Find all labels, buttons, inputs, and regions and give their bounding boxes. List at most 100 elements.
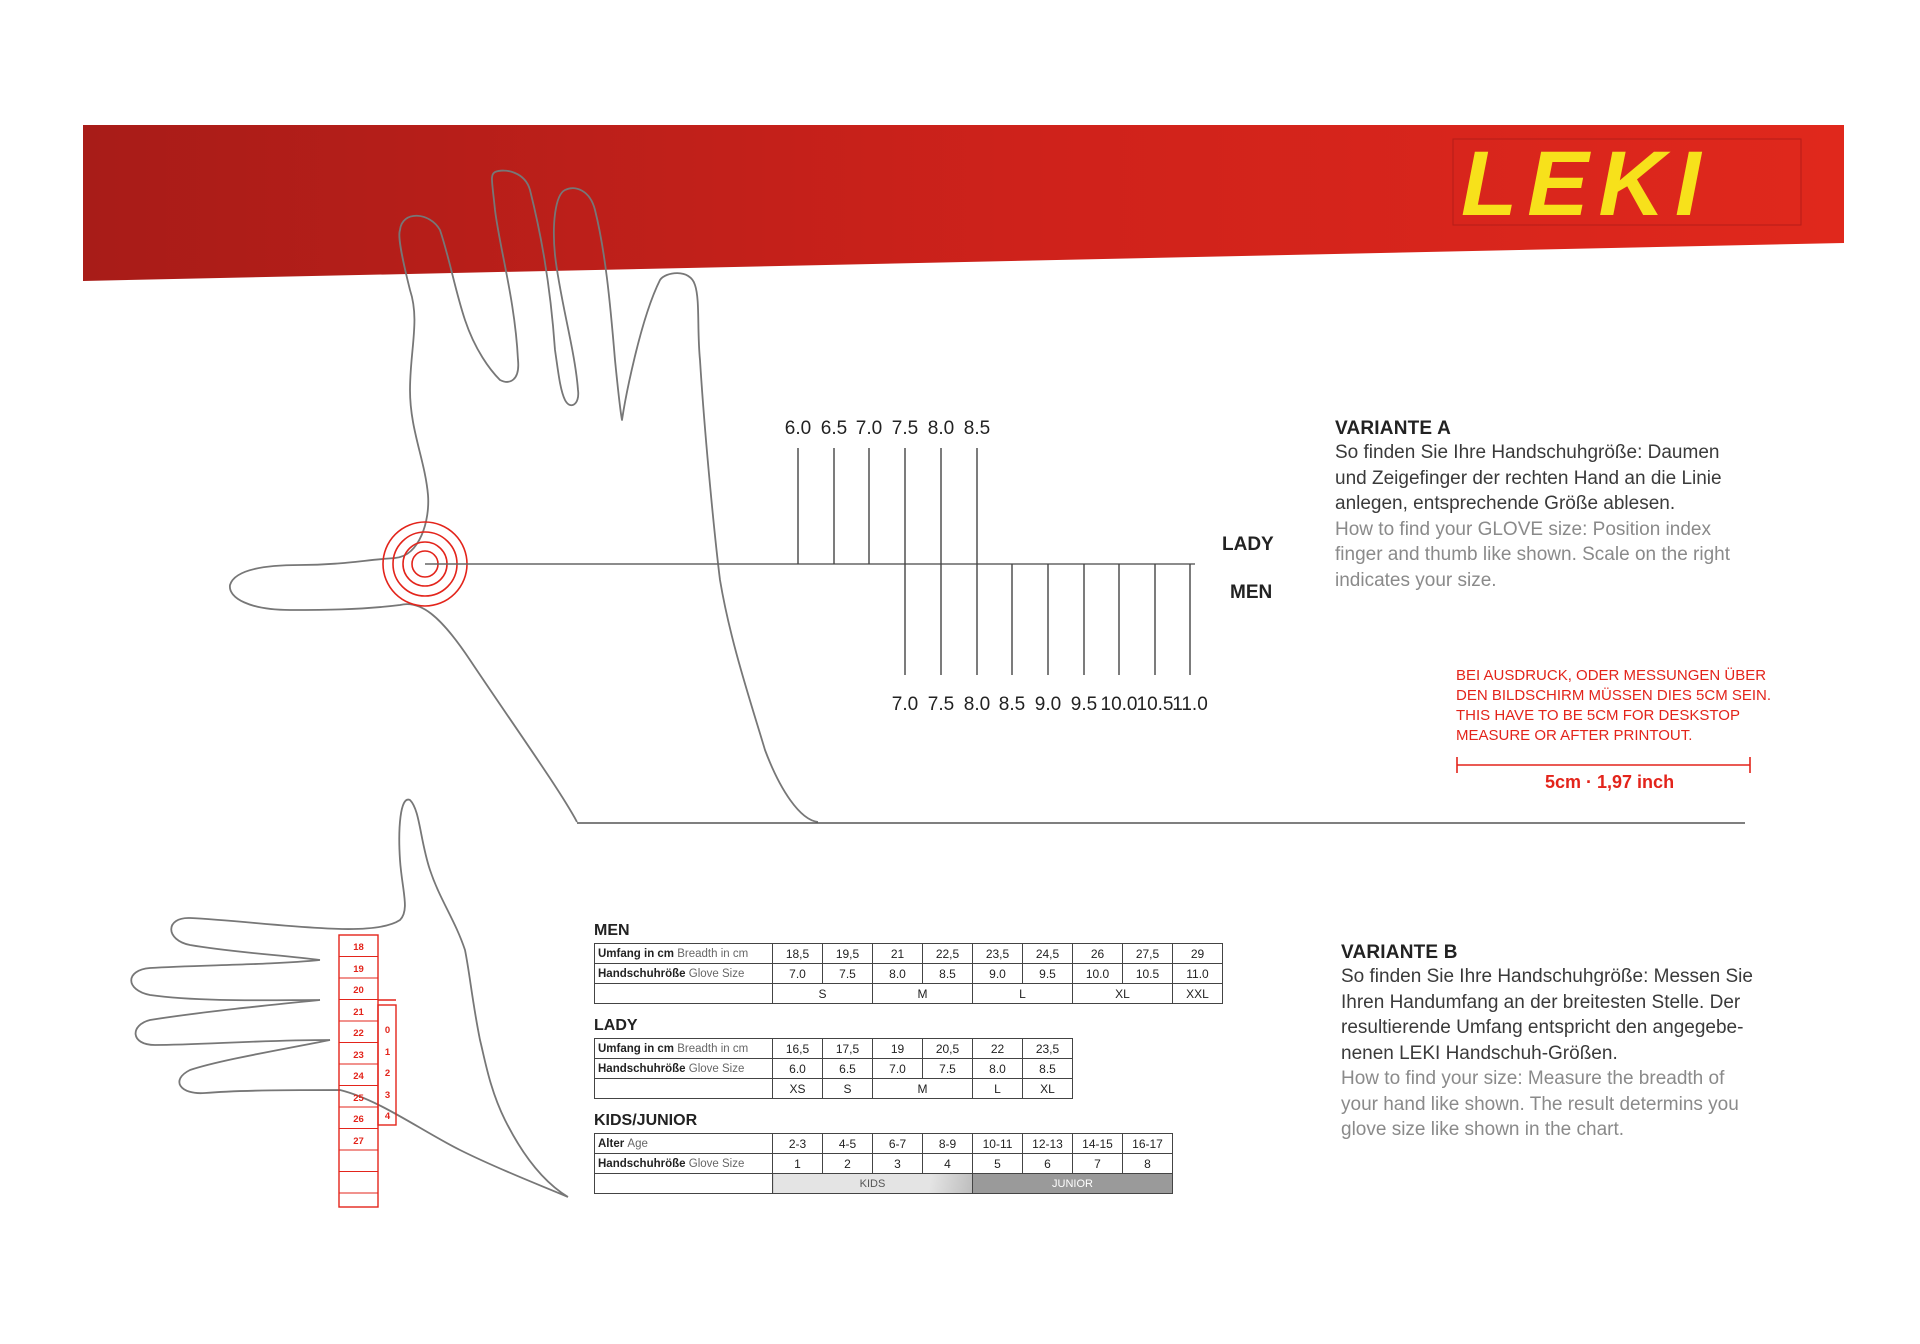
- table-cell: 8.0: [872, 963, 923, 984]
- five-cm-ruler: [1456, 757, 1751, 773]
- kids-table-title: KIDS/JUNIOR: [594, 1112, 698, 1129]
- size-cell: M: [872, 983, 973, 1004]
- table-cell: 8-9: [922, 1133, 973, 1154]
- tape-measure: [338, 934, 397, 1208]
- table-cell: 6: [1022, 1153, 1073, 1174]
- men-table-title: MEN: [594, 922, 630, 939]
- variante-a-block: VARIANTE A So finden Sie Ihre Handschuhg…: [1335, 418, 1795, 593]
- table-cell: 7.5: [922, 1058, 973, 1079]
- variante-b-heading: VARIANTE B: [1341, 942, 1458, 963]
- table-cell: 10.0: [1072, 963, 1123, 984]
- text-line: So finden Sie Ihre Handschuhgröße: Daume…: [1335, 442, 1720, 463]
- lady-tick-label: 6.5: [820, 418, 848, 439]
- row-header-empty: [594, 983, 773, 1004]
- men-tick-label: 10.5: [1136, 694, 1174, 715]
- tape-number: 19: [353, 963, 364, 975]
- row-header: Umfang in cm Breadth in cm: [594, 1038, 773, 1059]
- table-cell: 8: [1122, 1153, 1173, 1174]
- size-cell: M: [872, 1078, 973, 1099]
- men-tick-label: 11.0: [1172, 694, 1208, 715]
- row-header-empty: [594, 1173, 773, 1194]
- hand-outline-a: [229, 169, 819, 823]
- text-line: anlegen, entsprechende Größe ablesen.: [1335, 493, 1676, 514]
- table-cell: 6-7: [872, 1133, 923, 1154]
- row-header-empty: [594, 1078, 773, 1099]
- lady-tick-label: 8.0: [927, 418, 955, 439]
- tape-side-mark: 2: [384, 1068, 391, 1079]
- table-cell: 7.0: [772, 963, 823, 984]
- size-cell: XXL: [1172, 983, 1223, 1004]
- warning-line: DEN BILDSCHIRM MÜSSEN DIES 5CM SEIN.: [1456, 687, 1772, 704]
- table-cell: 20,5: [922, 1038, 973, 1059]
- leki-logo: LEKI: [1452, 133, 1802, 235]
- table-cell: 22: [972, 1038, 1023, 1059]
- row-header: Umfang in cm Breadth in cm: [594, 943, 773, 964]
- tape-number: 24: [353, 1071, 364, 1082]
- table-cell: 16-17: [1122, 1133, 1173, 1154]
- print-warning: BEI AUSDRUCK, ODER MESSUNGEN ÜBER DEN BI…: [1456, 666, 1776, 746]
- table-cell: 22,5: [922, 943, 973, 964]
- text-line: und Zeigefinger der rechten Hand an die …: [1335, 467, 1722, 489]
- tape-number: 22: [353, 1028, 364, 1039]
- lady-label: LADY: [1222, 534, 1274, 555]
- warning-line: MEASURE OR AFTER PRINTOUT.: [1456, 727, 1693, 744]
- table-cell: 2-3: [772, 1133, 823, 1154]
- text-line: glove size like shown in the chart.: [1341, 1119, 1625, 1140]
- table-cell: 2: [822, 1153, 873, 1174]
- variante-b-block: VARIANTE B So finden Sie Ihre Handschuhg…: [1341, 942, 1801, 1143]
- text-line: How to find your size: Measure the bread…: [1341, 1068, 1725, 1089]
- tape-side-mark: 1: [384, 1046, 391, 1058]
- header-banner: LEKI: [83, 125, 1844, 281]
- text-line: Ihren Handumfang an der breitesten Stell…: [1341, 991, 1741, 1013]
- men-tick-label: 10.0: [1100, 694, 1138, 715]
- text-line: your hand like shown. The result determi…: [1341, 1093, 1739, 1115]
- men-tick-label: 7.0: [891, 694, 919, 715]
- table-cell: 4: [922, 1153, 973, 1174]
- table-cell: 23,5: [972, 943, 1023, 964]
- men-tick-lines: [904, 564, 1191, 675]
- men-tick-label: 9.5: [1070, 694, 1098, 715]
- table-cell: 3: [872, 1153, 923, 1174]
- men-tick-label: 8.5: [998, 694, 1026, 715]
- table-cell: 8.0: [972, 1058, 1023, 1079]
- measure-label: 5cm · 1,97 inch: [1545, 772, 1675, 792]
- size-cell: S: [772, 983, 873, 1004]
- table-cell: 6.5: [822, 1058, 873, 1079]
- row-header: Handschuhröße Glove Size: [594, 1058, 773, 1079]
- table-cell: 21: [872, 943, 923, 964]
- table-cell: 12-13: [1022, 1133, 1073, 1154]
- lady-tick-label: 6.0: [784, 418, 812, 439]
- text-line: nenen LEKI Handschuh-Größen.: [1341, 1042, 1618, 1064]
- junior-band: JUNIOR: [972, 1173, 1173, 1194]
- row-header: Handschuhröße Glove Size: [594, 1153, 773, 1174]
- variante-a-heading: VARIANTE A: [1335, 418, 1451, 439]
- tape-number: 20: [353, 985, 364, 996]
- hand-outline-b: [130, 798, 569, 1198]
- men-tick-label: 8.0: [963, 694, 991, 715]
- tape-number: 21: [353, 1006, 364, 1018]
- table-cell: 14-15: [1072, 1133, 1123, 1154]
- table-cell: 8.5: [922, 963, 973, 984]
- tape-number: 27: [353, 1135, 364, 1147]
- tape-side-mark: 4: [384, 1111, 391, 1122]
- text-line: resultierende Umfang entspricht den ange…: [1341, 1017, 1744, 1038]
- text-line: So finden Sie Ihre Handschuhgröße: Messe…: [1341, 966, 1753, 987]
- size-cell: XS: [772, 1078, 823, 1099]
- table-cell: 9.5: [1022, 963, 1073, 984]
- men-tick-label: 9.0: [1034, 694, 1062, 715]
- table-cell: 7.5: [822, 963, 873, 984]
- size-cell: XL: [1072, 983, 1173, 1004]
- men-label: MEN: [1230, 582, 1273, 603]
- text-line: How to find your GLOVE size: Position in…: [1335, 518, 1711, 540]
- table-cell: 5: [972, 1153, 1023, 1174]
